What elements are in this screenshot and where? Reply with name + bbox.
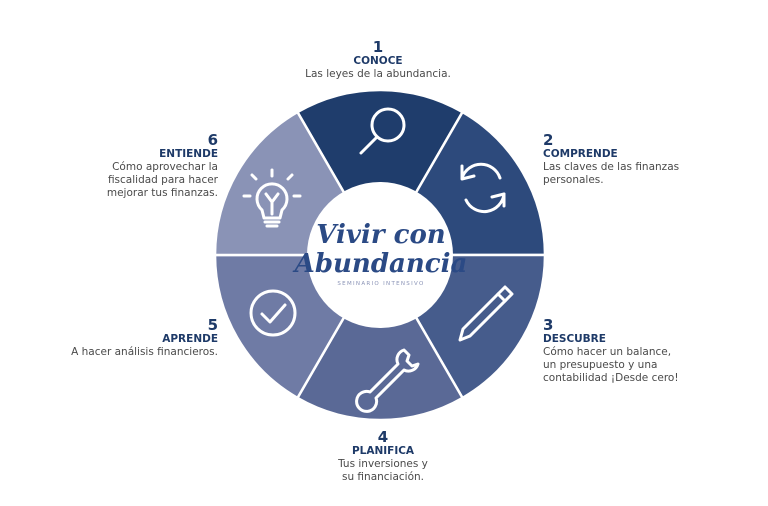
step-title: COMPRENDE [543,148,618,160]
magnifier-icon [359,107,406,155]
step-description: personales. [543,174,604,186]
step-description: contabilidad ¡Desde cero! [543,372,679,384]
step-description: Las claves de las finanzas [543,161,680,173]
step-description: Cómo hacer un balance, [543,346,672,358]
step-description: Cómo aprovechar la [112,161,218,173]
step-5: 5 APRENDE A hacer análisis financieros. [18,318,218,359]
logo-title-line1: Vivir con [316,220,445,250]
step-description: A hacer análisis financieros. [71,346,218,358]
step-number: 2 [543,131,554,149]
step-description: Tus inversiones y [338,458,428,470]
step-number: 3 [543,316,554,334]
wrench-icon [355,348,420,413]
lightbulb-icon [242,168,302,228]
checkmark-circle-icon [249,289,297,337]
step-description: mejorar tus finanzas. [106,187,218,199]
logo-subtitle: SEMINARIO INTENSIVO [337,281,424,287]
step-description: un presupuesto y una [543,359,658,371]
step-1: 1 CONOCE Las leyes de la abundancia. [278,40,478,81]
step-description: su financiación. [341,471,425,483]
step-3: 3 DESCUBRE Cómo hacer un balance, un pre… [543,318,743,385]
logo-title-line2: Abundancia [292,249,468,279]
step-title: APRENDE [162,333,218,345]
step-title: PLANIFICA [351,445,415,457]
step-6: 6 ENTIENDE Cómo aprovechar la fiscalidad… [18,133,218,200]
step-title: ENTIENDE [159,148,218,160]
center-circle [307,182,453,328]
step-number: 4 [377,428,389,446]
step-title: CONOCE [353,55,403,67]
step-description: Las leyes de la abundancia. [305,68,451,80]
step-4: 4 PLANIFICA Tus inversiones y su financi… [283,430,483,484]
step-description: fiscalidad para hacer [107,174,218,186]
step-number: 5 [207,316,218,334]
step-number: 6 [207,131,218,149]
step-title: DESCUBRE [543,333,606,345]
step-2: 2 COMPRENDE Las claves de las finanzas p… [543,133,743,187]
pencil-icon [458,285,514,342]
step-number: 1 [372,38,384,56]
refresh-icon [460,162,506,214]
